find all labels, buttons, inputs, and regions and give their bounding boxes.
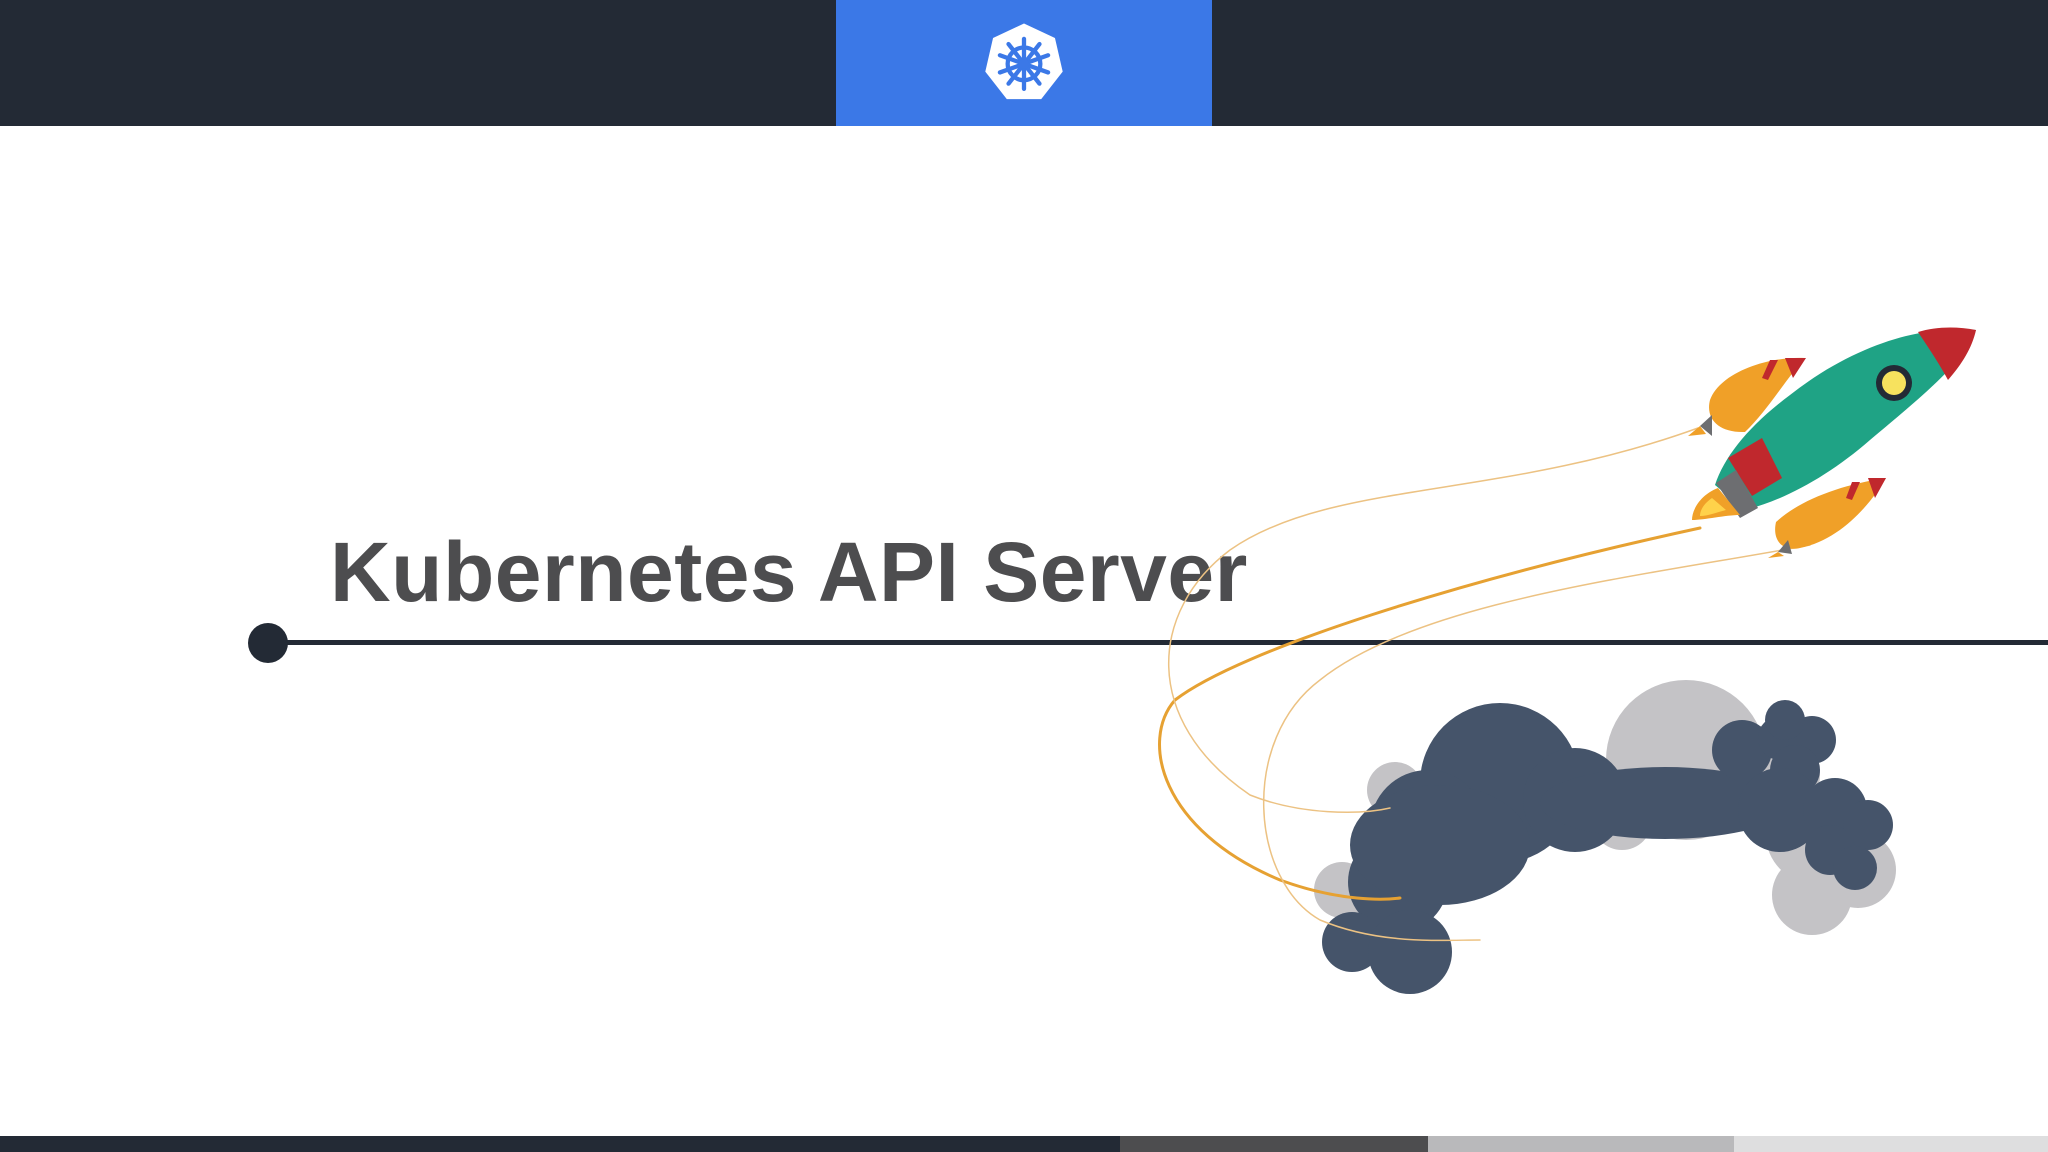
smoke-cloud-icon [1314,680,1896,994]
rocket-trails [1158,427,1811,942]
rocket-icon [1688,327,1976,558]
header-bar [0,0,2048,126]
footer-segment [1428,1136,1734,1152]
footer-segment [0,1136,1120,1152]
timeline-line [268,640,2048,645]
kubernetes-helm-icon [985,23,1063,100]
logo-tab [836,0,1212,126]
slide-title: Kubernetes API Server [330,525,1248,619]
footer-bar [0,1136,2048,1152]
footer-segment [1120,1136,1428,1152]
footer-segment [1734,1136,2048,1152]
timeline-dot [248,623,288,663]
rocket-illustration [1158,327,1976,994]
